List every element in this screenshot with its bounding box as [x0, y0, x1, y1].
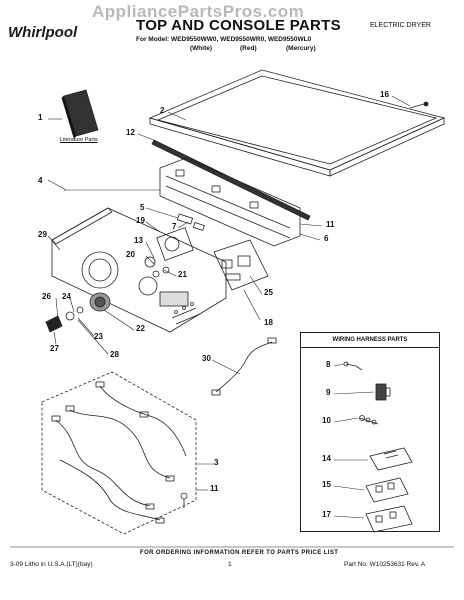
console-connector — [176, 213, 205, 231]
harness-30 — [211, 337, 277, 396]
part-number: Part No. W10253631 Rev. A — [344, 561, 426, 568]
literature-label: Literature Parts — [60, 137, 98, 143]
top-panel — [148, 69, 446, 177]
literature-booklet — [61, 89, 99, 139]
harness-part-14 — [369, 447, 413, 471]
callout-1: 1 — [38, 113, 43, 122]
electronic-control-board — [213, 239, 269, 291]
callout-2: 2 — [160, 106, 165, 115]
callout-11-top: 11 — [326, 220, 335, 229]
leader-lines — [47, 95, 411, 519]
variant-red: (Red) — [240, 45, 257, 52]
callout-4: 4 — [38, 176, 43, 185]
brand-logo: Whirlpool — [8, 24, 78, 41]
control-knob — [89, 292, 111, 312]
harness-part-15 — [365, 477, 409, 503]
console-frame — [159, 157, 301, 247]
harness-screw — [180, 492, 188, 508]
watermark: AppliancePartsPros.com — [92, 2, 305, 21]
page-title: TOP AND CONSOLE PARTS — [136, 17, 341, 34]
console-panel — [51, 207, 227, 333]
callout-21: 21 — [178, 270, 187, 279]
callout-15: 15 — [322, 480, 331, 489]
callout-8: 8 — [326, 360, 331, 369]
wiring-harness-parts-box: WIRING HARNESS PARTS — [300, 332, 440, 532]
callout-18: 18 — [264, 318, 273, 327]
callout-25: 25 — [264, 288, 273, 297]
callout-23: 23 — [94, 332, 103, 341]
small-knob — [45, 306, 84, 333]
variant-mercury: (Mercury) — [286, 45, 316, 52]
variant-white: (White) — [190, 45, 213, 52]
callout-29: 29 — [38, 230, 47, 239]
page-number: 1 — [228, 561, 232, 568]
callout-13: 13 — [134, 236, 143, 245]
callout-6: 6 — [324, 234, 329, 243]
callout-12: 12 — [126, 128, 135, 137]
callout-28: 28 — [110, 350, 119, 359]
harness-part-10 — [359, 415, 379, 425]
model-line: For Model: WED9550WW0, WED9550WR0, WED95… — [136, 36, 312, 43]
litho-info: 3-09 Litho in U.S.A.(LT)(bay) — [10, 561, 93, 568]
callout-17: 17 — [322, 510, 331, 519]
selector-switch — [144, 227, 194, 278]
document-type: ELECTRIC DRYER — [370, 22, 431, 29]
callout-10: 10 — [322, 416, 331, 425]
main-wire-harness — [41, 371, 197, 535]
harness-box-title: WIRING HARNESS PARTS — [301, 333, 439, 348]
callout-20: 20 — [126, 250, 135, 259]
callout-27: 27 — [50, 344, 59, 353]
callout-3: 3 — [214, 458, 219, 467]
callout-30: 30 — [202, 354, 211, 363]
callout-16: 16 — [380, 90, 389, 99]
callout-7: 7 — [172, 222, 177, 231]
callout-26: 26 — [42, 292, 51, 301]
callout-14: 14 — [322, 454, 331, 463]
harness-part-17 — [365, 505, 413, 533]
ordering-note: FOR ORDERING INFORMATION REFER TO PARTS … — [140, 550, 339, 556]
callout-9: 9 — [326, 388, 331, 397]
callout-24: 24 — [62, 292, 71, 301]
callout-11-bottom: 11 — [210, 484, 219, 493]
harness-part-9 — [375, 383, 391, 401]
callout-5: 5 — [140, 203, 145, 212]
callout-22: 22 — [136, 324, 145, 333]
top-screw — [409, 101, 429, 109]
callout-19: 19 — [136, 216, 145, 225]
